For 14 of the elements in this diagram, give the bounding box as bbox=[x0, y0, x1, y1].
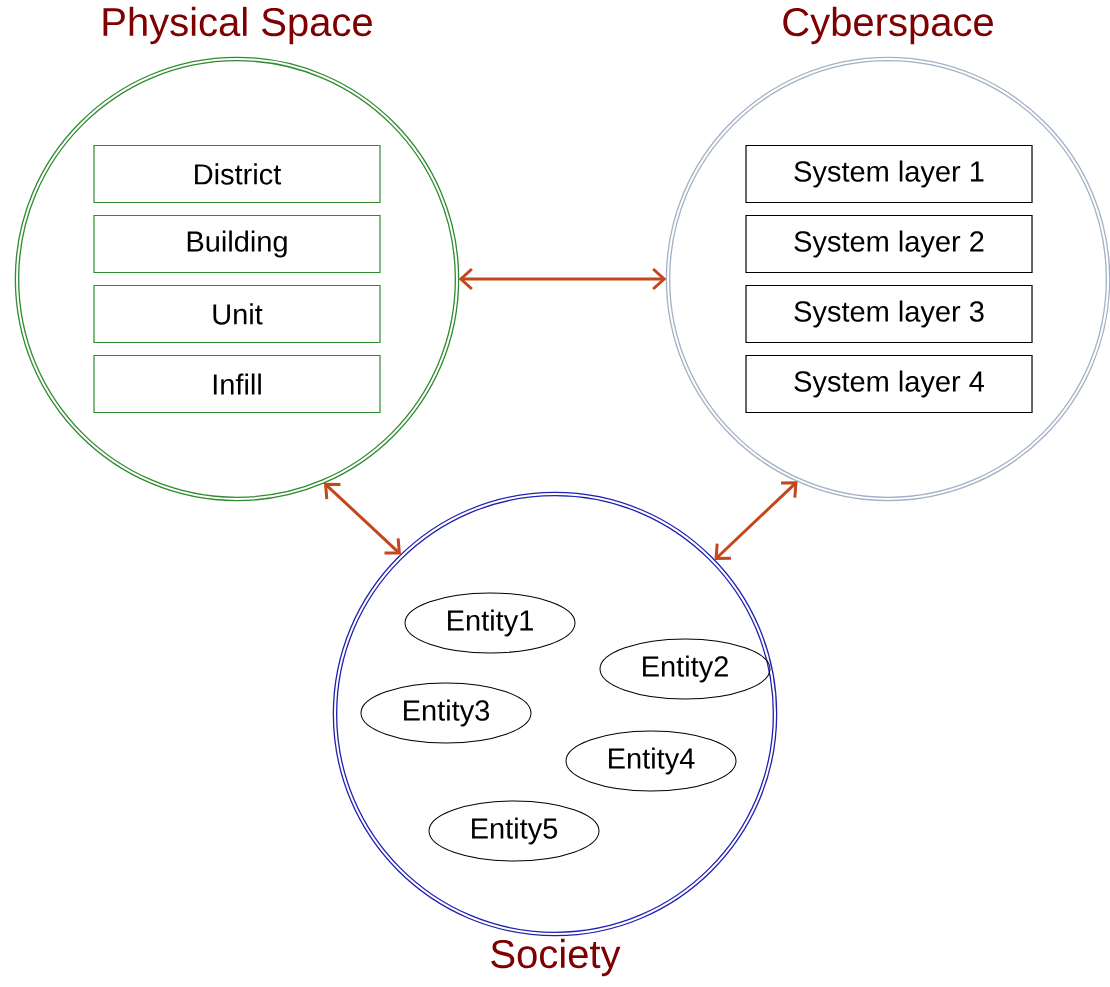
node-label: Cyberspace bbox=[783, 6, 993, 45]
layer-box: System layer 1 bbox=[745, 144, 1033, 204]
double-arrow bbox=[458, 267, 667, 291]
layer-box: System layer 4 bbox=[745, 354, 1033, 414]
node-label: Physical Space bbox=[103, 6, 372, 45]
double-arrow bbox=[714, 481, 798, 561]
layer-box: System layer 3 bbox=[745, 284, 1033, 344]
layer-box: Unit bbox=[93, 284, 381, 344]
layer-box: Infill bbox=[93, 354, 381, 414]
node-label: Society bbox=[491, 938, 621, 977]
layer-box: District bbox=[93, 144, 381, 204]
layer-box: System layer 2 bbox=[745, 214, 1033, 274]
double-arrow bbox=[323, 482, 401, 555]
layer-box: Building bbox=[93, 214, 381, 274]
